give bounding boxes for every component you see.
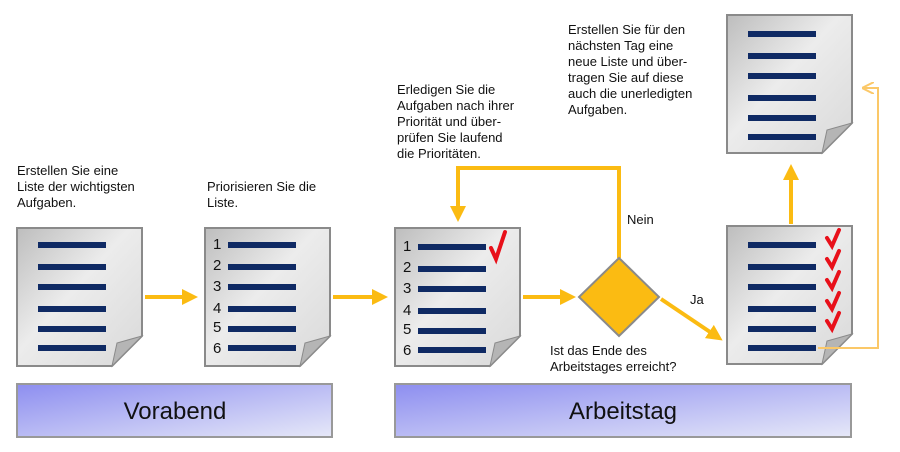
svg-text:5: 5 <box>403 321 411 338</box>
svg-text:4: 4 <box>213 300 221 317</box>
document-prioritized-list: 1 2 3 4 5 6 <box>204 227 331 367</box>
flow-arrows <box>145 164 799 341</box>
phase-evening: Vorabend <box>16 383 333 438</box>
carry-over-arrow <box>818 88 879 349</box>
phase-workday: Arbeitstag <box>394 383 852 438</box>
svg-text:3: 3 <box>213 278 221 295</box>
decision-yes-label: Ja <box>690 292 705 307</box>
decision-diamond <box>577 256 661 338</box>
checkmark-icon <box>489 230 507 265</box>
svg-text:2: 2 <box>213 257 221 274</box>
decision-no-label: Nein <box>627 212 654 227</box>
svg-text:2: 2 <box>403 259 411 276</box>
checkmark-icons <box>825 228 841 334</box>
document-next-day-list <box>726 14 853 154</box>
document-working-list: 1 2 3 4 5 6 <box>394 227 521 367</box>
svg-text:Arbeitstag: Arbeitstag <box>569 398 677 425</box>
svg-text:1: 1 <box>403 238 411 255</box>
document-done-list <box>726 225 853 365</box>
svg-text:1: 1 <box>213 236 221 253</box>
svg-text:6: 6 <box>213 340 221 357</box>
svg-text:6: 6 <box>403 342 411 359</box>
document-unsorted-list <box>16 227 143 367</box>
svg-text:Vorabend: Vorabend <box>124 398 227 425</box>
svg-text:5: 5 <box>213 319 221 336</box>
svg-text:3: 3 <box>403 280 411 297</box>
svg-text:4: 4 <box>403 302 411 319</box>
